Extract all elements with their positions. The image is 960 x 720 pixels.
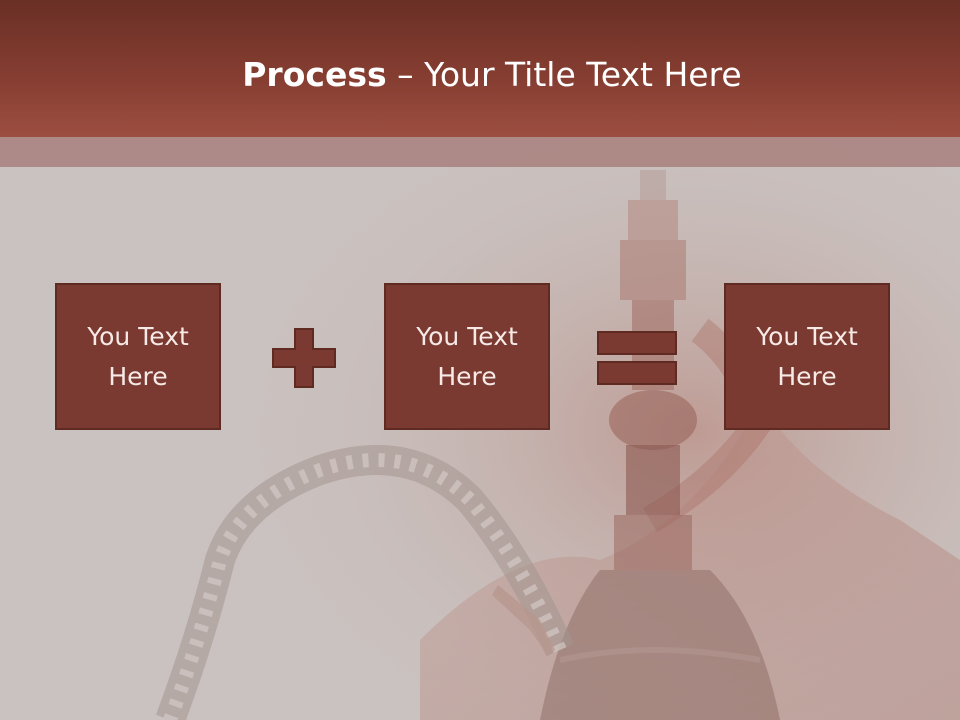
process-box-2: You Text Here: [384, 283, 550, 430]
title-bold: Process: [242, 55, 387, 94]
title-rest: – Your Title Text Here: [386, 55, 742, 94]
process-box-2-text: You Text Here: [416, 321, 518, 391]
plus-icon: [272, 328, 336, 388]
title-band: [0, 137, 960, 167]
title-bar: [0, 0, 960, 137]
process-box-3: You Text Here: [724, 283, 890, 430]
process-box-1: You Text Here: [55, 283, 221, 430]
process-box-3-text: You Text Here: [756, 321, 858, 391]
process-box-1-text: You Text Here: [87, 321, 189, 391]
equals-icon: [597, 331, 677, 385]
slide-title: Process – Your Title Text Here: [0, 52, 960, 98]
